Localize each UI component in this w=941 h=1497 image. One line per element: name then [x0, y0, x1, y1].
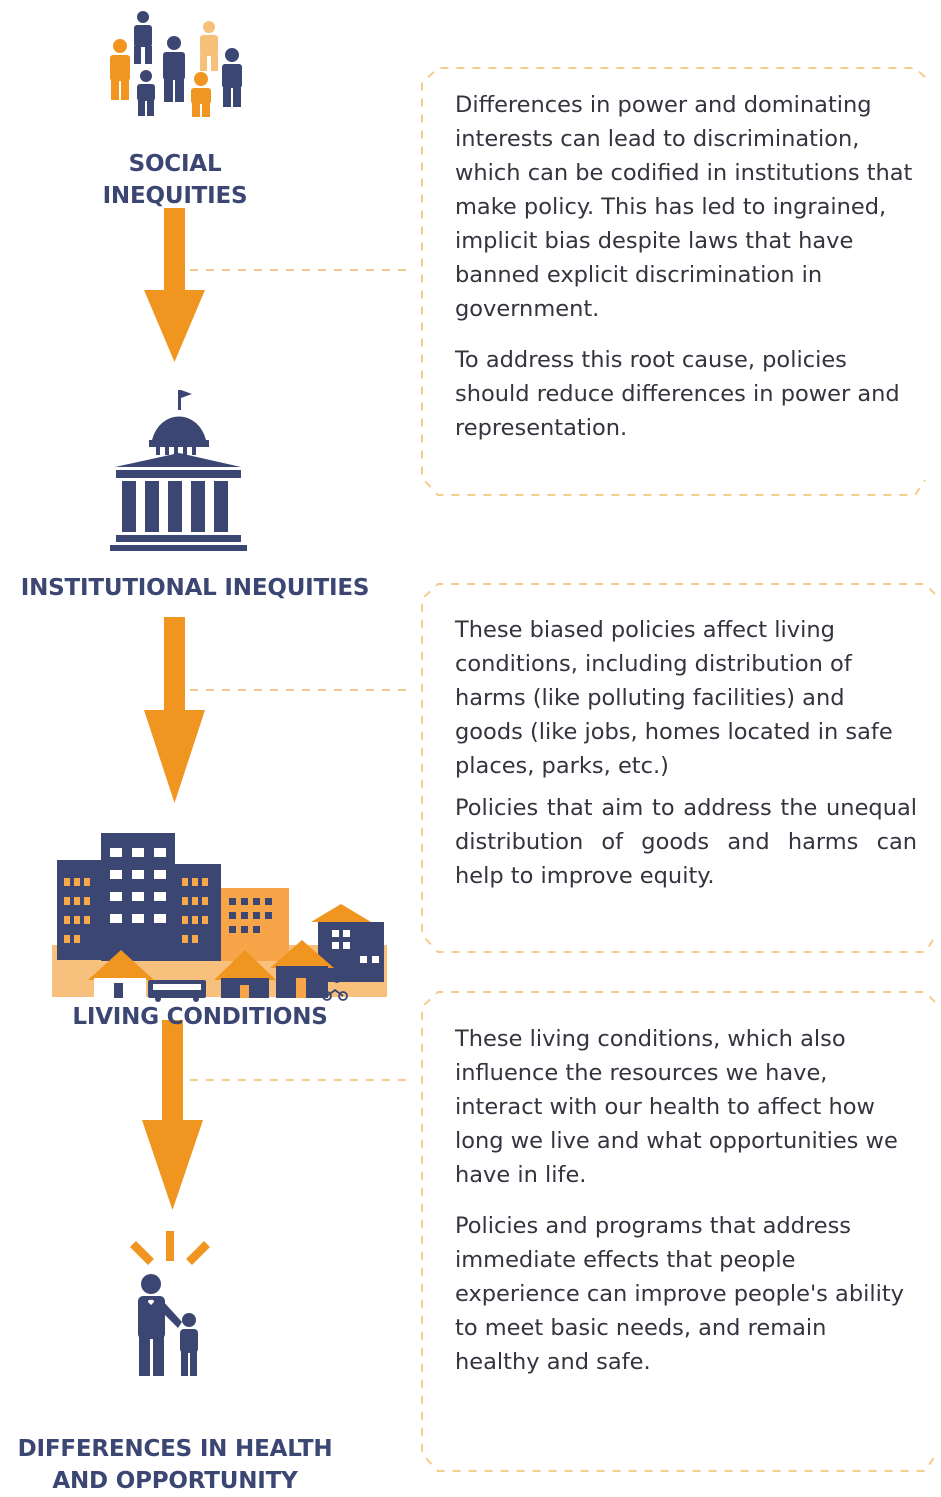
- city-buildings-icon: [52, 833, 387, 1002]
- text-box-2-paragraph-2: Policies that aim to address the unequal…: [455, 795, 917, 889]
- text-frame-3: [421, 991, 936, 1472]
- text-frame-2: [421, 583, 936, 953]
- text-box-3-paragraph-2: Policies and programs that address immed…: [455, 1213, 905, 1375]
- stage-label-differences: DIFFERENCES IN HEALTH AND OPPORTUNITY: [10, 1433, 340, 1497]
- stage-label-differences-line-1: DIFFERENCES IN HEALTH: [17, 1436, 333, 1462]
- flow-arrow-1: [144, 208, 205, 362]
- flow-arrow-2: [144, 617, 205, 803]
- government-building-icon: [110, 390, 247, 551]
- text-box-1: Differences in power and dominating inte…: [455, 88, 917, 445]
- stage-label-living: LIVING CONDITIONS: [72, 1004, 328, 1030]
- parent-child-icon: [130, 1231, 210, 1376]
- stage-label-institutional: INSTITUTIONAL INEQUITIES: [20, 575, 370, 601]
- text-box-3: These living conditions, which also infl…: [455, 1022, 917, 1379]
- text-box-1-paragraph-1: Differences in power and dominating inte…: [455, 92, 913, 322]
- text-box-3-paragraph-1: These living conditions, which also infl…: [455, 1026, 898, 1188]
- stage-label-differences-line-2: AND OPPORTUNITY: [52, 1468, 298, 1494]
- text-frame-1: [421, 67, 926, 496]
- stage-label-social: SOCIAL INEQUITIES: [102, 151, 248, 209]
- text-box-1-paragraph-2: To address this root cause, policies sho…: [455, 347, 900, 441]
- text-box-2: These biased policies affect living cond…: [455, 613, 917, 893]
- text-box-2-paragraph-1: These biased policies affect living cond…: [455, 617, 893, 779]
- people-group-icon: [110, 11, 242, 117]
- flow-arrow-3: [142, 1020, 203, 1210]
